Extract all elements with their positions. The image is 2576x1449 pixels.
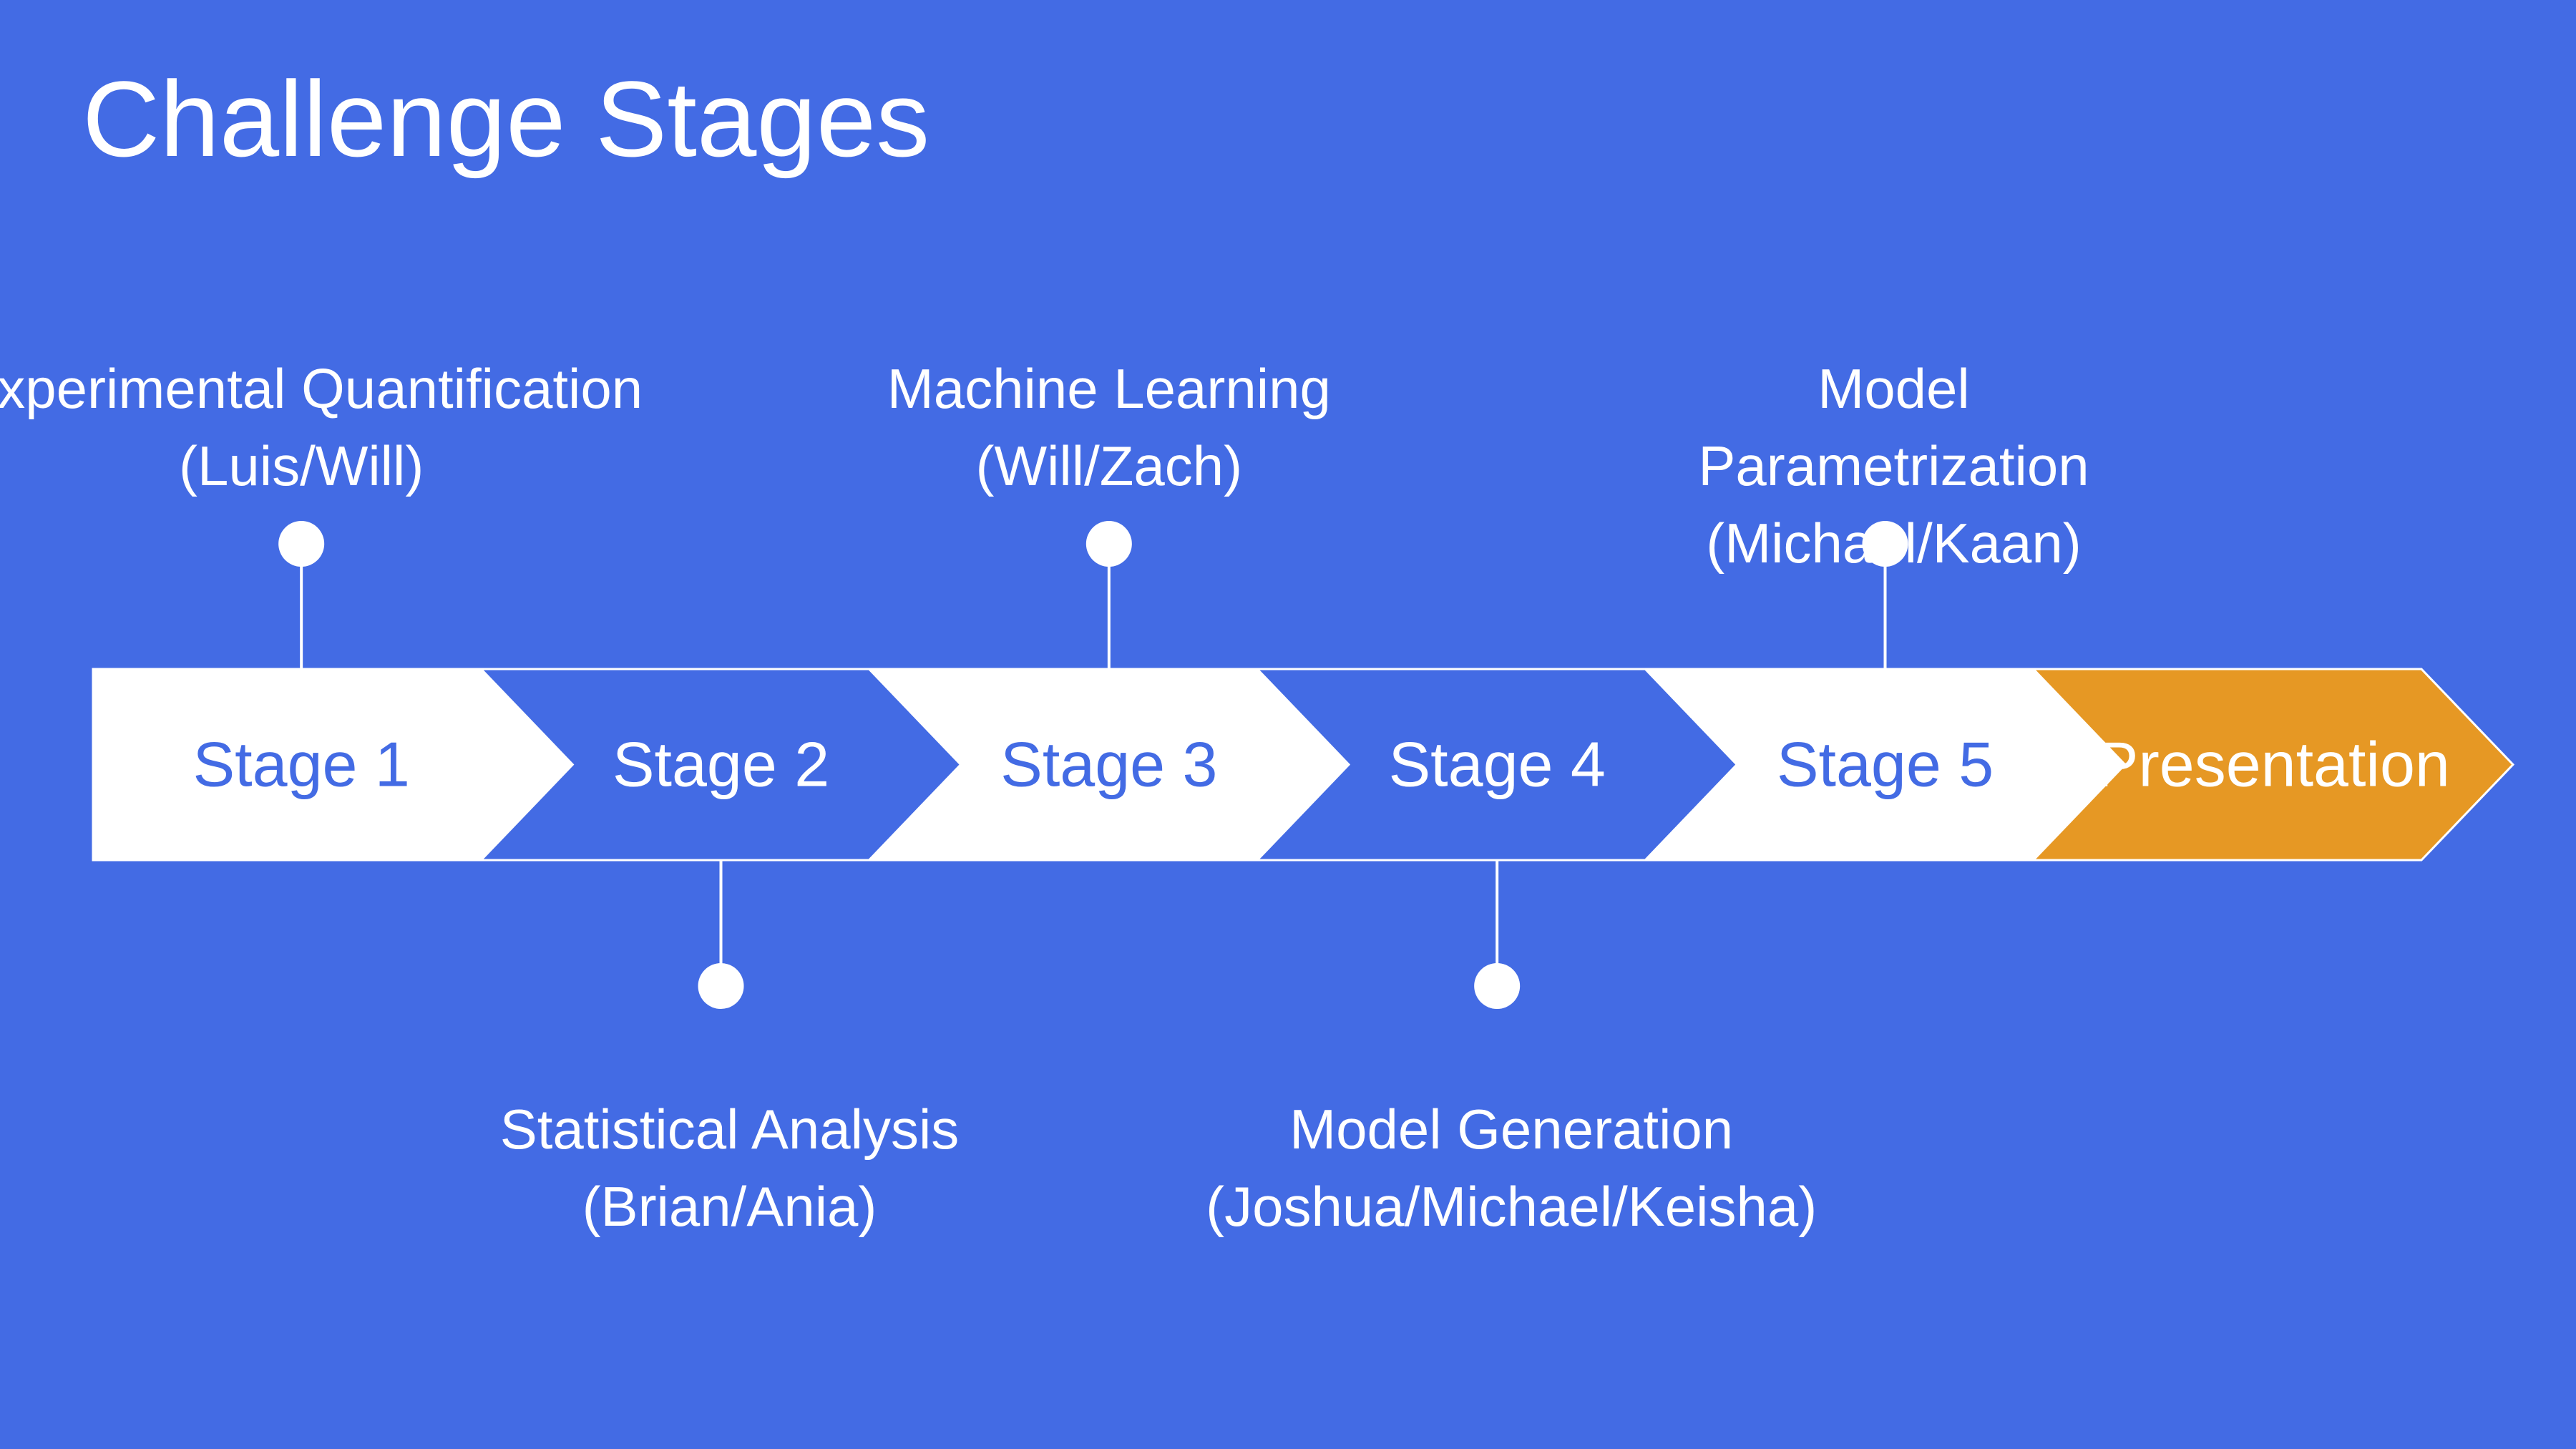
- annotation-stage-2-dot: [698, 963, 744, 1009]
- annotation-stage-4-text-line-1: Model Generation: [1289, 1098, 1733, 1161]
- annotation-stage-1: Experimental Quantification (Luis/Will): [0, 357, 643, 669]
- annotation-stage-2: Statistical Analysis (Brian/Ania): [500, 860, 960, 1238]
- annotation-stage-3-dot: [1085, 521, 1132, 567]
- annotation-stage-1-dot: [278, 521, 325, 567]
- presentation-chevron: [2031, 668, 2515, 862]
- annotation-stage-1-text-line-1: Experimental Quantification: [0, 357, 643, 420]
- annotation-stage-4: Model Generation (Joshua/Michael/Keisha): [1206, 860, 1817, 1238]
- annotation-stage-3-text-line-1: Machine Learning: [887, 357, 1331, 420]
- stage-1-label: Stage 1: [192, 729, 409, 800]
- stage-5-label: Stage 5: [1777, 729, 1994, 800]
- presentation-label: Presentation: [2097, 729, 2450, 800]
- slide-title: Challenge Stages: [82, 59, 930, 179]
- annotation-stage-5-text-line-2: Parametrization: [1698, 434, 2089, 497]
- chevron-track: Stage 1 Stage 2 Stage 3 Stage 4 Stage 5 Prese…: [92, 668, 2515, 862]
- annotation-stage-3-text-line-2: (Will/Zach): [976, 434, 1243, 497]
- annotation-stage-5-text-line-1: Model: [1818, 357, 1969, 420]
- annotation-stage-5-text-line-3: (Michael/Kaan): [1706, 512, 2082, 575]
- annotations-layer: Experimental Quantification (Luis/Will) St…: [0, 357, 2089, 1238]
- annotation-stage-1-text-line-2: (Luis/Will): [179, 434, 424, 497]
- stage-3-label: Stage 3: [1000, 729, 1217, 800]
- annotation-stage-5-dot: [1862, 521, 1908, 567]
- annotation-stage-4-text-line-2: (Joshua/Michael/Keisha): [1206, 1175, 1817, 1238]
- stage-4-label: Stage 4: [1388, 729, 1605, 800]
- stage-2-label: Stage 2: [613, 729, 829, 800]
- annotation-stage-3: Machine Learning (Will/Zach): [887, 357, 1331, 669]
- annotation-stage-2-text-line-2: (Brian/Ania): [582, 1175, 877, 1238]
- annotation-stage-4-dot: [1474, 963, 1521, 1009]
- annotation-stage-2-text-line-1: Statistical Analysis: [500, 1098, 960, 1161]
